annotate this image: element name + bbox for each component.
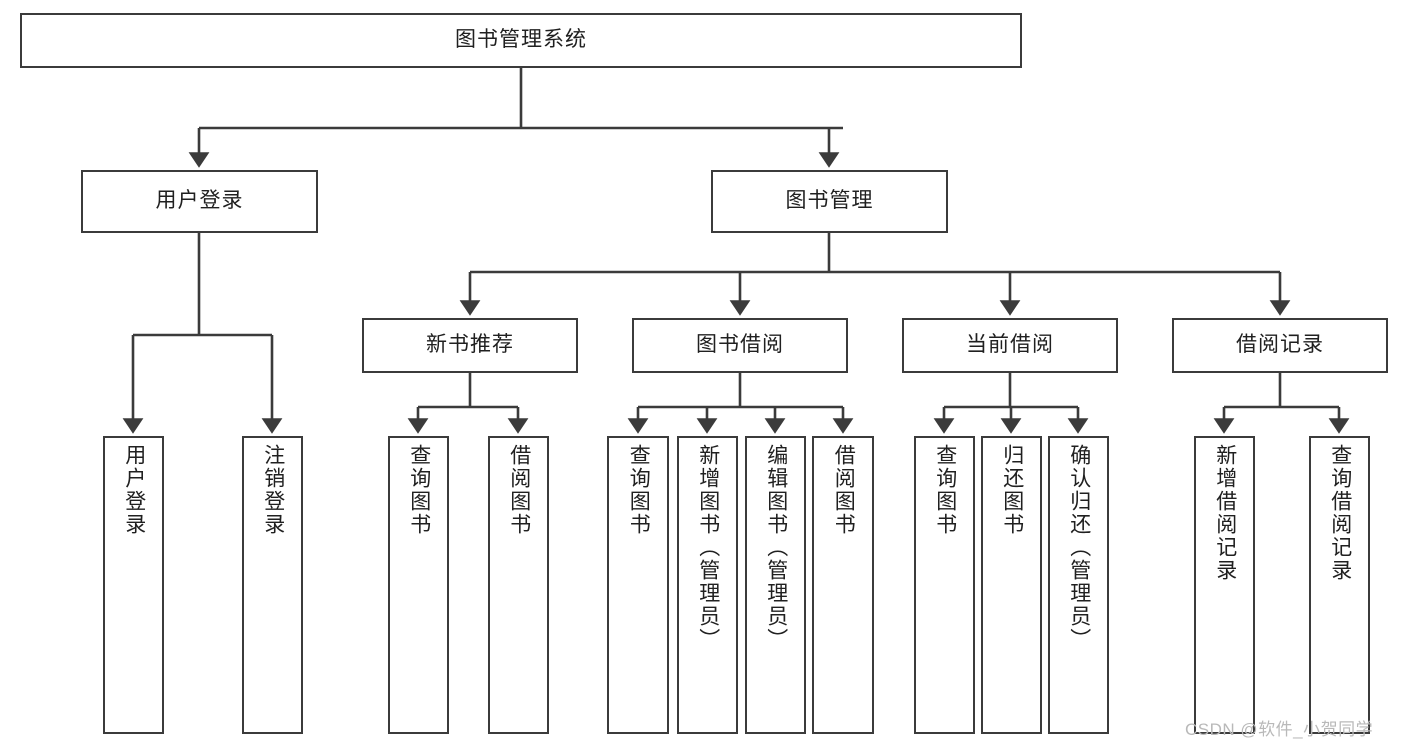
node-leaf-record-add[interactable]: 新增借阅记录 xyxy=(1194,436,1255,734)
node-root[interactable]: 图书管理系统 xyxy=(20,13,1022,68)
node-leaf-current-confirm-return[interactable]: 确认归还（管理员） xyxy=(1048,436,1109,734)
node-leaf-label: 编辑图书（管理员） xyxy=(764,444,788,651)
node-new-book-recommend-label: 新书推荐 xyxy=(426,333,514,357)
node-leaf-label: 确认归还（管理员） xyxy=(1067,444,1091,651)
node-current-borrow[interactable]: 当前借阅 xyxy=(902,318,1118,373)
node-leaf-current-query[interactable]: 查询图书 xyxy=(914,436,975,734)
node-user-login-label: 用户登录 xyxy=(155,189,244,213)
node-leaf-borrow-edit-book[interactable]: 编辑图书（管理员） xyxy=(745,436,806,734)
node-leaf-label: 归还图书 xyxy=(1000,444,1024,536)
node-leaf-new-book-borrow[interactable]: 借阅图书 xyxy=(488,436,549,734)
node-new-book-recommend[interactable]: 新书推荐 xyxy=(362,318,578,373)
node-leaf-new-book-query[interactable]: 查询图书 xyxy=(388,436,449,734)
node-leaf-borrow-add-book[interactable]: 新增图书（管理员） xyxy=(677,436,738,734)
node-book-management[interactable]: 图书管理 xyxy=(711,170,948,233)
node-leaf-record-query[interactable]: 查询借阅记录 xyxy=(1309,436,1370,734)
node-borrow-record-label: 借阅记录 xyxy=(1236,333,1324,357)
node-book-borrow[interactable]: 图书借阅 xyxy=(632,318,848,373)
node-leaf-label: 借阅图书 xyxy=(507,444,531,536)
node-root-label: 图书管理系统 xyxy=(455,28,587,52)
node-leaf-label: 用户登录 xyxy=(122,444,146,536)
node-current-borrow-label: 当前借阅 xyxy=(966,333,1054,357)
node-leaf-borrow-borrow-book[interactable]: 借阅图书 xyxy=(812,436,874,734)
node-leaf-label: 查询图书 xyxy=(407,444,431,536)
node-leaf-label: 新增借阅记录 xyxy=(1213,444,1237,582)
node-leaf-label: 注销登录 xyxy=(261,444,285,536)
node-leaf-label: 查询图书 xyxy=(627,444,651,536)
watermark-text: CSDN @软件_小贺同学 xyxy=(1185,720,1374,739)
node-leaf-current-return[interactable]: 归还图书 xyxy=(981,436,1042,734)
node-book-management-label: 图书管理 xyxy=(785,189,874,213)
node-leaf-label: 新增图书（管理员） xyxy=(696,444,720,651)
node-leaf-label: 查询借阅记录 xyxy=(1328,444,1352,582)
node-book-borrow-label: 图书借阅 xyxy=(696,333,784,357)
node-leaf-borrow-query[interactable]: 查询图书 xyxy=(607,436,669,734)
node-leaf-label: 查询图书 xyxy=(933,444,957,536)
node-leaf-user-login-logout[interactable]: 注销登录 xyxy=(242,436,303,734)
node-leaf-user-login-login[interactable]: 用户登录 xyxy=(103,436,164,734)
node-borrow-record[interactable]: 借阅记录 xyxy=(1172,318,1388,373)
node-leaf-label: 借阅图书 xyxy=(832,444,856,536)
node-user-login[interactable]: 用户登录 xyxy=(81,170,318,233)
